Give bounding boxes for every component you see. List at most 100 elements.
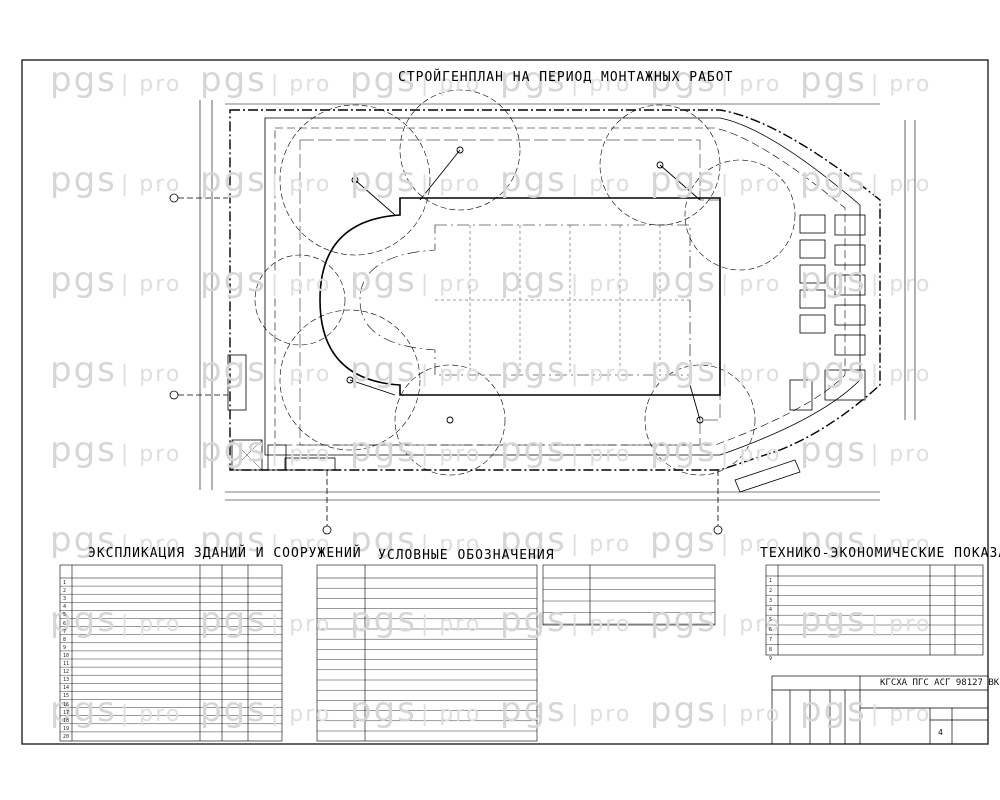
watermark-suffix: | pro: [270, 272, 332, 297]
watermark: pgs| pro: [800, 350, 931, 390]
watermark-brand: pgs: [800, 160, 867, 200]
watermark-suffix: | pro: [870, 362, 932, 387]
watermark-brand: pgs: [800, 690, 867, 730]
watermark-suffix: | pro: [270, 612, 332, 637]
row-number: 2: [769, 587, 773, 594]
watermark-suffix: | pro: [420, 612, 482, 637]
indicators-row-lines: [766, 585, 983, 645]
watermark-suffix: | pro: [420, 532, 482, 557]
watermark: pgs| pro: [650, 160, 781, 200]
axis-markers: [169, 193, 723, 535]
legend-title: УСЛОВНЫЕ ОБОЗНАЧЕНИЯ: [378, 548, 555, 563]
watermark-brand: pgs: [50, 160, 117, 200]
row-number: 20: [63, 733, 70, 740]
row-number: 1: [63, 580, 67, 586]
watermark: pgs| pro: [650, 350, 781, 390]
watermark-suffix: | pro: [270, 442, 332, 467]
row-number: 13: [63, 677, 70, 684]
row-number: 3: [63, 596, 67, 603]
watermark: pgs| pro: [500, 60, 631, 100]
row-number: 7: [769, 636, 773, 643]
watermark: pgs| pro: [50, 60, 181, 100]
watermark-suffix: | pro: [570, 72, 632, 97]
indicators-table: [765, 564, 984, 656]
crane-rail: [299, 139, 721, 446]
watermark-suffix: | pro: [870, 612, 932, 637]
row-number: 7: [63, 628, 67, 635]
watermark-suffix: | pro: [570, 172, 632, 197]
row-number: 9: [63, 644, 67, 651]
watermark: pgs| pro: [500, 430, 631, 470]
watermark-suffix: | pro: [570, 702, 632, 727]
watermark: pgs| pro: [650, 60, 781, 100]
watermark-suffix: | pro: [270, 532, 332, 557]
watermark: pgs| pro: [200, 690, 331, 730]
watermark: pgs| pro: [800, 430, 931, 470]
watermark-brand: pgs: [200, 690, 267, 730]
row-number: 2: [63, 588, 67, 595]
watermark: pgs| pro: [500, 690, 631, 730]
watermark-suffix: | pro: [720, 702, 782, 727]
watermark-brand: pgs: [800, 260, 867, 300]
watermark-suffix: | pro: [870, 72, 932, 97]
watermark: pgs| pro: [800, 690, 931, 730]
watermark: pgs| pro: [500, 160, 631, 200]
watermark-brand: pgs: [650, 600, 717, 640]
crane-arcs: [254, 89, 796, 476]
watermark: pgs| pro: [350, 600, 481, 640]
watermark-suffix: | pro: [720, 442, 782, 467]
watermark-brand: pgs: [800, 600, 867, 640]
watermark-suffix: | pro: [420, 172, 482, 197]
site-plan: [169, 89, 916, 535]
watermark-brand: pgs: [50, 690, 117, 730]
watermark-suffix: | pro: [720, 72, 782, 97]
row-number: 4: [63, 604, 67, 611]
watermark: pgs| pro: [50, 260, 181, 300]
watermark-brand: pgs: [500, 690, 567, 730]
watermark-suffix: | pro: [120, 532, 182, 557]
watermark-suffix: | pro: [420, 362, 482, 387]
tower-cranes: [346, 146, 704, 424]
watermark: pgs| pro: [650, 600, 781, 640]
watermark-brand: pgs: [350, 260, 417, 300]
row-number: 10: [63, 652, 70, 659]
building-contour: [319, 197, 721, 396]
watermark: pgs| pro: [800, 260, 931, 300]
row-number: 9: [769, 656, 773, 663]
watermark-suffix: | pro: [120, 702, 182, 727]
row-number: 6: [63, 620, 67, 627]
watermark-brand: pgs: [800, 430, 867, 470]
explication-title: ЭКСПЛИКАЦИЯ ЗДАНИЙ И СООРУЖЕНИЙ: [88, 546, 362, 561]
watermark: pgs| pro: [200, 520, 331, 560]
watermark-suffix: | pro: [270, 172, 332, 197]
watermark-brand: pgs: [500, 430, 567, 470]
legend-row-lines: [317, 588, 715, 732]
watermark: pgs| pro: [50, 690, 181, 730]
watermark: pgs| pro: [350, 260, 481, 300]
row-number: 6: [769, 627, 773, 633]
watermark-brand: pgs: [350, 690, 417, 730]
title-block: [771, 675, 989, 745]
watermark: pgs| pro: [350, 690, 481, 730]
storage-sheds: [789, 214, 866, 411]
watermark-suffix: | pro: [570, 532, 632, 557]
watermark: pgs| pro: [500, 350, 631, 390]
watermark-brand: pgs: [650, 350, 717, 390]
indicators-title: ТЕХНИКО-ЭКОНОМИЧЕСКИЕ ПОКАЗАТЕЛИ: [760, 546, 1000, 561]
sheet-frame: [21, 59, 989, 745]
watermark-brand: pgs: [50, 600, 117, 640]
watermark: pgs| pro: [350, 520, 481, 560]
watermark-brand: pgs: [650, 60, 717, 100]
watermark: pgs| pro: [800, 520, 931, 560]
watermark-brand: pgs: [350, 600, 417, 640]
watermark-brand: pgs: [50, 60, 117, 100]
watermark: pgs| pro: [200, 260, 331, 300]
watermark: pgs| pro: [500, 260, 631, 300]
watermark-suffix: | pro: [570, 362, 632, 387]
watermark-brand: pgs: [800, 350, 867, 390]
watermark-suffix: | pro: [870, 272, 932, 297]
watermark-brand: pgs: [800, 60, 867, 100]
watermark-suffix: | pro: [420, 702, 482, 727]
watermark-suffix: | pro: [570, 442, 632, 467]
